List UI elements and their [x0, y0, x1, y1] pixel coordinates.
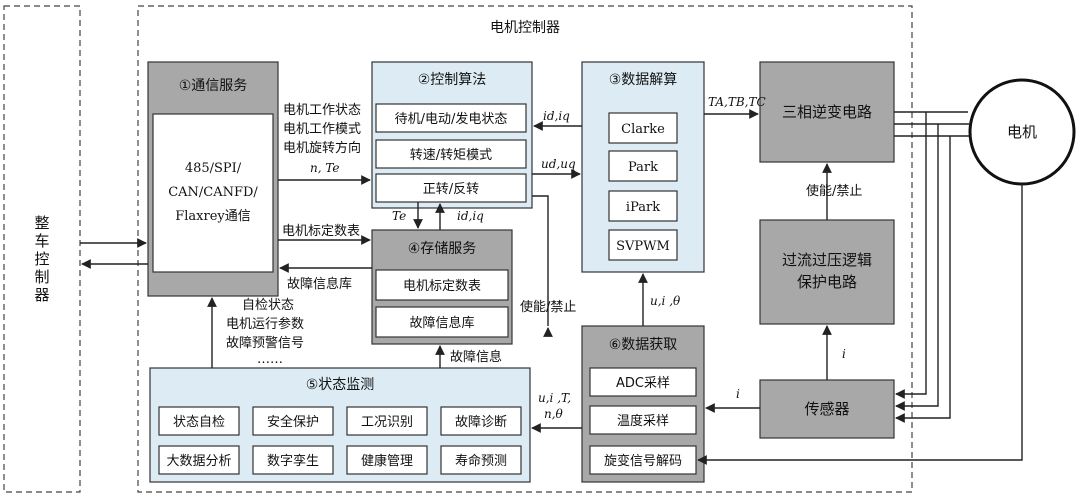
signal-ud-uq: ud,uq	[541, 157, 576, 171]
calc-item-ipark-label: iPark	[626, 200, 660, 215]
phase-tap-c	[895, 136, 951, 423]
monitor-items: 状态自检 安全保护 工况识别 故障诊断 大数据分析 数字孪生 健康管理 寿命预测	[158, 406, 522, 475]
signal-id-iq-2: id,iq	[457, 209, 484, 223]
comm-service-title: ①通信服务	[179, 78, 248, 94]
monitor-item	[252, 445, 334, 475]
monitor-item-label: 寿命预测	[455, 453, 507, 469]
data-calc-title: ③数据解算	[609, 72, 678, 88]
control-algorithm-title: ②控制算法	[418, 72, 487, 88]
signal-fault-warning: 故障预警信号	[226, 335, 304, 351]
signal-run-params: 电机运行参数	[226, 316, 304, 332]
signal-n-te: n, Te	[310, 161, 340, 175]
monitor-item	[346, 445, 428, 475]
signal-rotation-dir: 电机旋转方向	[283, 140, 361, 156]
algo-enable-line	[532, 195, 549, 326]
motor-to-resolver-arrow	[697, 184, 1023, 465]
acquire-item-temp	[589, 405, 697, 435]
signal-enable-right: 使能/禁止	[806, 183, 862, 199]
calc-item-ipark	[608, 190, 678, 222]
calc-item-clarke	[608, 112, 678, 144]
monitor-item-label: 数字孪生	[267, 453, 319, 469]
signal-id-iq-1: id,iq	[543, 109, 570, 123]
signal-uitn-1: u,i ,T,	[538, 391, 571, 405]
calc-item-park	[608, 150, 678, 182]
data-acquire-title: ⑥数据获取	[609, 337, 678, 353]
acquire-item-resolver-label: 旋变信号解码	[604, 453, 682, 469]
vcu-box	[3, 5, 81, 493]
signal-te: Te	[392, 209, 406, 223]
signal-fault-info: 故障信息	[450, 349, 502, 365]
motor-label: 电机	[1007, 123, 1037, 141]
signal-i-2: i	[842, 347, 846, 361]
signal-work-state: 电机工作状态	[283, 103, 361, 118]
calc-item-svpwm-label: SVPWM	[616, 239, 670, 254]
signal-selfcheck: 自检状态	[242, 298, 294, 313]
signal-tabc: TA,TB,TC	[708, 95, 766, 109]
vcu-label: 整 车 控 制 器	[34, 214, 49, 304]
monitor-item-label: 工况识别	[361, 415, 413, 430]
monitor-item	[158, 445, 240, 475]
storage-item-calib	[375, 269, 509, 301]
comm-protocol-box	[152, 113, 274, 273]
vcu-char-3: 制	[34, 268, 49, 286]
comm-protocol-line-2: Flaxrey通信	[175, 209, 251, 224]
algo-item-direction-label: 正转/反转	[423, 182, 479, 197]
monitor-item	[346, 406, 428, 436]
storage-item-fault-label: 故障信息库	[409, 315, 474, 331]
vcu-char-1: 车	[34, 232, 49, 250]
calc-item-park-label: Park	[628, 160, 658, 175]
phase-tap-b	[895, 124, 939, 411]
acquire-item-adc-label: ADC采样	[616, 376, 670, 391]
comm-protocol-line-1: CAN/CANFD/	[168, 185, 258, 200]
storage-item-fault	[375, 306, 509, 338]
signal-work-mode: 电机工作模式	[283, 122, 361, 137]
monitor-item	[440, 406, 522, 436]
algo-item-mode-label: 转速/转矩模式	[410, 148, 492, 163]
algo-item-state-label: 待机/电动/发电状态	[395, 111, 508, 127]
algo-item-mode	[375, 139, 527, 169]
monitor-item-label: 故障诊断	[455, 415, 507, 430]
calc-item-clarke-label: Clarke	[621, 122, 665, 137]
protection-box	[759, 219, 895, 325]
protection-line-0: 过流过压逻辑	[782, 251, 872, 269]
vcu-char-2: 控	[34, 250, 49, 268]
acquire-item-temp-label: 温度采样	[617, 413, 669, 429]
monitor-item-label: 安全保护	[267, 414, 319, 430]
monitor-item	[252, 406, 334, 436]
status-monitor-title: ⑤状态监测	[306, 377, 375, 393]
signal-enable-left: 使能/禁止	[520, 299, 576, 315]
storage-service-title: ④存储服务	[408, 241, 477, 257]
monitor-item-label: 状态自检	[173, 415, 225, 430]
vcu-char-4: 器	[34, 286, 49, 304]
calc-item-svpwm	[608, 229, 678, 261]
algo-item-direction	[375, 173, 527, 203]
signal-uitn-2: n,θ	[544, 407, 564, 421]
storage-item-calib-label: 电机标定数表	[403, 279, 481, 294]
monitor-item-label: 健康管理	[361, 453, 413, 469]
inverter-box	[759, 61, 895, 163]
signal-i-1: i	[736, 387, 740, 401]
inverter-label: 三相逆变电路	[782, 103, 872, 121]
acquire-item-adc	[589, 367, 697, 397]
controller-title: 电机控制器	[490, 20, 560, 36]
acquire-item-resolver	[589, 445, 697, 475]
monitor-item	[440, 445, 522, 475]
monitor-item	[158, 406, 240, 436]
signal-fault-lib: 故障信息库	[287, 276, 352, 292]
comm-protocol-line-0: 485/SPI/	[185, 161, 242, 176]
signal-ellipsis: ……	[257, 352, 283, 367]
signal-calib-table: 电机标定数表	[282, 224, 360, 239]
sensor-label: 传感器	[804, 400, 849, 418]
monitor-item-label: 大数据分析	[166, 454, 231, 469]
protection-line-1: 保护电路	[797, 273, 857, 291]
vcu-char-0: 整	[34, 214, 49, 232]
signal-u-i-theta: u,i ,θ	[650, 294, 681, 308]
phase-tap-a	[895, 112, 927, 399]
algo-item-state	[375, 103, 527, 133]
